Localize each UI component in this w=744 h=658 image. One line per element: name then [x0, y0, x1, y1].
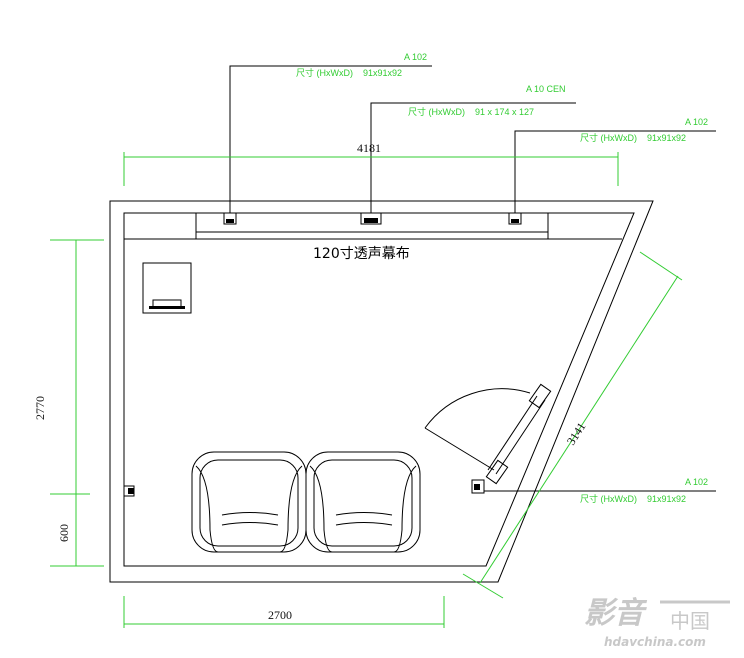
dim-diagonal [462, 251, 683, 599]
label-right-size: 尺寸 (HxWxD) 91x91x92 [580, 132, 686, 143]
label-left-model: A 102 [404, 52, 427, 62]
dim-bottom [123, 596, 445, 628]
dim-diagonal-value: 3141 [564, 420, 589, 448]
screen-label: 120寸透声幕布 [313, 246, 410, 262]
leader-center [370, 102, 576, 213]
label-door-model: A 102 [685, 477, 708, 487]
seat-right [305, 451, 421, 553]
watermark-url: hdavchina.com [604, 635, 706, 649]
label-center-size: 尺寸 (HxWxD) 91 x 174 x 127 [408, 106, 534, 117]
watermark-logo: 影音 [584, 596, 648, 631]
speaker-center [360, 212, 382, 225]
speaker-right [508, 212, 522, 225]
label-right-model: A 102 [685, 117, 708, 127]
speaker-door [471, 479, 485, 494]
seat-left [191, 451, 307, 553]
label-left-size: 尺寸 (HxWxD) 91x91x92 [296, 67, 402, 78]
watermark: 影音 中国 hdavchina.com [584, 596, 730, 649]
subwoofer [142, 262, 192, 314]
door [424, 383, 552, 485]
outer-wall [109, 200, 654, 583]
screen-bar [195, 231, 549, 240]
dim-top [123, 152, 619, 186]
leader-left [229, 65, 432, 213]
watermark-logo-cn: 中国 [670, 609, 710, 633]
speaker-left [223, 212, 237, 225]
dim-bottom-value: 2700 [268, 608, 292, 622]
label-center-model: A 10 CEN [526, 84, 566, 94]
dim-left-lower-value: 600 [57, 524, 71, 542]
dim-left-value: 2770 [33, 396, 47, 420]
label-door-size: 尺寸 (HxWxD) 91x91x92 [580, 493, 686, 504]
dim-left [50, 239, 104, 567]
leader-right [514, 130, 716, 213]
dim-top-value: 4181 [357, 141, 381, 155]
